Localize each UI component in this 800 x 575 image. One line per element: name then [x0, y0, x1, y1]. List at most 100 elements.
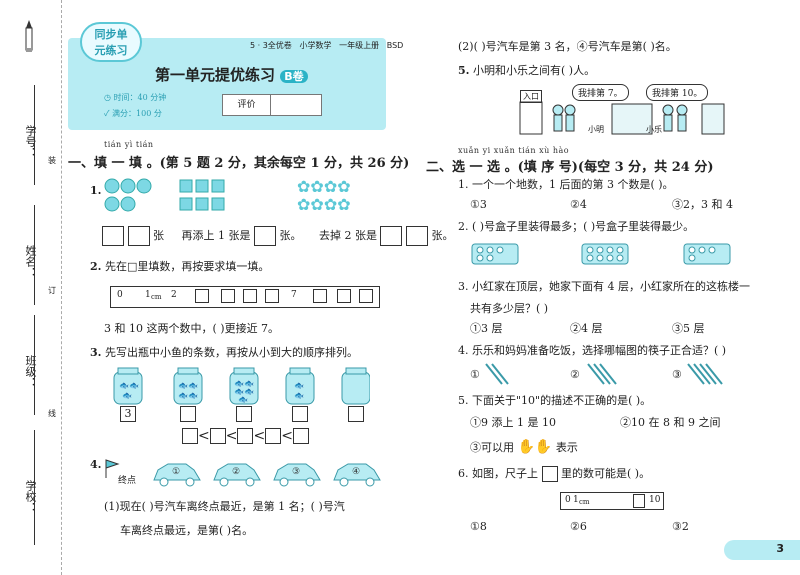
- badge: 同步单元练习: [80, 22, 142, 62]
- s2-q5-opt2[interactable]: ②10 在 8 和 9 之间: [620, 416, 721, 429]
- svg-text:🐟: 🐟: [238, 395, 248, 404]
- s2-q4-opt1[interactable]: ①: [470, 368, 480, 381]
- s2-q5-opt1[interactable]: ①9 添上 1 是 10: [470, 416, 556, 429]
- s2-q1-opt3[interactable]: ③2，3 和 4: [672, 198, 733, 211]
- svg-text:②: ②: [232, 467, 240, 477]
- finish-flag-icon: [102, 458, 122, 484]
- q4-part2: (2)( )号汽车是第 3 名，④号汽车是第( )名。: [458, 40, 677, 53]
- svg-text:🐟: 🐟: [294, 391, 304, 400]
- s2-q4-opt2[interactable]: ②: [570, 368, 580, 381]
- section2-title: 二、选 一 选 。(填 序 号)(每空 3 分，共 24 分): [426, 160, 714, 175]
- s2-q6-a: 6. 如图，尺子上: [458, 467, 538, 480]
- svg-text:④: ④: [352, 467, 360, 477]
- s2-q6: 6. 如图，尺子上 里的数可能是( )。: [458, 466, 650, 482]
- chopsticks-icon: [484, 362, 734, 390]
- s2-q6-opt2[interactable]: ②6: [570, 520, 587, 533]
- page-number: 3: [776, 542, 784, 555]
- s2-q6-opt3[interactable]: ③2: [672, 520, 689, 533]
- order-box[interactable]: [265, 428, 282, 444]
- page-title: 第一单元提优练习 B卷: [155, 64, 308, 85]
- section1-pinyin: tián yì tián: [104, 140, 154, 149]
- clock-icon: ◷: [104, 93, 111, 102]
- class-line[interactable]: [34, 315, 35, 415]
- s2-q1-opt2[interactable]: ②4: [570, 198, 587, 211]
- pencil-icon: [22, 20, 36, 58]
- answer-box[interactable]: [253, 226, 276, 246]
- q1-unit3: 张。: [431, 229, 454, 242]
- q2-ruler: 0 1 cm 2 7: [110, 286, 380, 308]
- s2-q5-opt3-a: ③可以用: [470, 441, 514, 454]
- school-line[interactable]: [34, 430, 35, 545]
- order-box[interactable]: [182, 428, 198, 444]
- edition: BSD: [386, 41, 404, 50]
- s2-q6-opt1[interactable]: ①8: [470, 520, 487, 533]
- q2-followup: 3 和 10 这两个数中，( )更接近 7。: [104, 322, 280, 335]
- series: 5 · 3全优卷: [250, 41, 292, 50]
- finish-label: 终点: [118, 476, 137, 486]
- ruler-box[interactable]: [359, 289, 373, 303]
- ruler-box[interactable]: [243, 289, 257, 303]
- time-info: ◷ 时间：40 分钟: [104, 92, 166, 103]
- s2-q6-box[interactable]: [541, 466, 558, 482]
- ruler-box[interactable]: [195, 289, 209, 303]
- jar-answer-4[interactable]: [292, 406, 308, 422]
- name-xiaoming: 小明: [588, 125, 604, 134]
- order-box[interactable]: [237, 428, 254, 444]
- s2-q3-opt2[interactable]: ②4 层: [570, 322, 603, 335]
- section1-title: 一、填 一 填 。(第 5 题 2 分，其余每空 1 分，共 26 分): [68, 156, 410, 171]
- q1-right-prefix: 去掉 2 张是: [318, 229, 377, 242]
- ruler-label: 1: [145, 290, 151, 300]
- fish-jars: 🐟🐟🐟 🐟🐟🐟🐟 🐟🐟🐟🐟🐟 🐟🐟: [110, 366, 371, 410]
- page-title-text: 第一单元提优练习: [155, 66, 276, 84]
- ruler-box[interactable]: [313, 289, 327, 303]
- queue-illustration: 入口 我排第 7。 我排第 10。 小明 小乐: [518, 84, 728, 136]
- q5-number: 5.: [458, 64, 470, 77]
- jar-answer-3[interactable]: [236, 406, 252, 422]
- q1-unit1: 张: [153, 229, 164, 242]
- score-info: ✓ 满分：100 分: [104, 108, 162, 119]
- eval-label: 评价: [223, 95, 271, 115]
- score-text: 满分：100 分: [112, 109, 162, 118]
- q5-body: 小明和小乐之间有( )人。: [472, 64, 596, 77]
- s2-q5-opt3[interactable]: ③可以用 ✋✋ 表示: [470, 440, 578, 455]
- q1-row: 张 再添上 1 张是 张。 去掉 2 张是 张。: [102, 226, 453, 246]
- s2-q1-opt1[interactable]: ①3: [470, 198, 487, 211]
- order-box[interactable]: [292, 428, 309, 444]
- answer-box[interactable]: [127, 226, 150, 246]
- ruler-box[interactable]: [221, 289, 235, 303]
- s2-q3-opt1[interactable]: ①3 层: [470, 322, 503, 335]
- ruler-label: cm: [151, 293, 162, 301]
- q2-text: 2. 先在□里填数，再按要求填一填。: [90, 260, 269, 274]
- q1-number: 1.: [90, 184, 102, 197]
- q1-unit2: 张。: [279, 229, 302, 242]
- s2-q3-line1: 3. 小红家在顶层，她家下面有 4 层，小红家所在的这栋楼一: [458, 280, 750, 293]
- s2-q6-ruler: 0 1 cm 10: [560, 492, 664, 510]
- eval-table: 评价: [222, 94, 322, 116]
- q5-text: 5. 小明和小乐之间有( )人。: [458, 64, 595, 78]
- answer-box[interactable]: [380, 226, 403, 246]
- binding-strip: 学号： 姓名： 班级： 学校： 装 订 线: [0, 0, 62, 575]
- answer-box[interactable]: [405, 226, 428, 246]
- ruler-box[interactable]: [633, 494, 645, 508]
- order-box[interactable]: [209, 428, 226, 444]
- jar-answer-2[interactable]: [180, 406, 196, 422]
- q2-body: 先在□里填数，再按要求填一填。: [104, 260, 270, 273]
- name-line[interactable]: [34, 205, 35, 305]
- ruler-box[interactable]: [337, 289, 351, 303]
- order-row: <<<<: [182, 428, 309, 444]
- jar-answer-1[interactable]: 3: [120, 406, 136, 422]
- student-id-line[interactable]: [34, 85, 35, 185]
- s2-q3-opt3[interactable]: ③5 层: [672, 322, 705, 335]
- ruler-box[interactable]: [265, 289, 279, 303]
- svg-text:🐟🐟: 🐟🐟: [178, 391, 198, 400]
- answer-box[interactable]: [102, 226, 124, 246]
- eval-cell[interactable]: [271, 95, 321, 115]
- grade: 一年级上册: [339, 41, 380, 50]
- s2-q4-opt3[interactable]: ③: [672, 368, 682, 381]
- q4-text2: 车离终点最远，是第( )名。: [120, 524, 254, 537]
- seal-word: 线: [48, 409, 56, 418]
- egg-boxes: [470, 240, 740, 270]
- jar-answer-5[interactable]: [348, 406, 364, 422]
- ruler-label: 10: [649, 495, 661, 505]
